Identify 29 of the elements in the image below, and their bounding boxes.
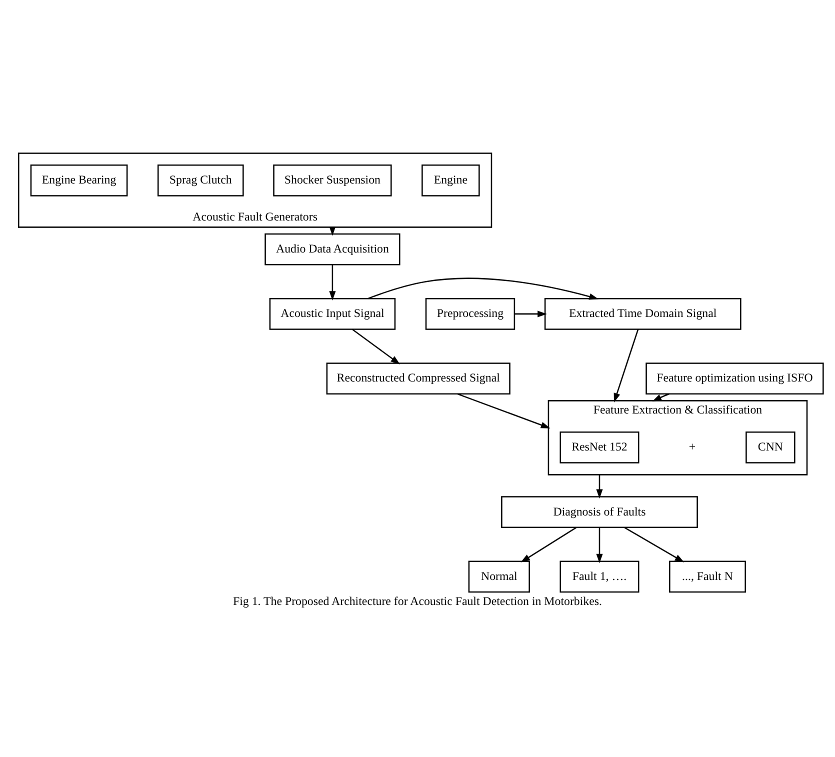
arrow <box>352 328 400 364</box>
node-box: Extracted Time Domain Signal <box>544 298 742 330</box>
arrow <box>614 328 639 402</box>
node-box: Sprag Clutch <box>157 164 244 196</box>
node-box: Shocker Suspension <box>273 164 392 196</box>
node-box: Fault 1, …. <box>560 560 640 592</box>
label: + <box>688 439 696 454</box>
node-box: Feature optimization using ISFO <box>646 362 824 394</box>
node-box: Reconstructed Compressed Signal <box>326 362 510 394</box>
node-box: Acoustic Input Signal <box>269 298 396 330</box>
node-box: Diagnosis of Faults <box>501 496 698 528</box>
arrow <box>329 264 336 300</box>
arrow <box>520 526 577 562</box>
node-box: ResNet 152 <box>560 431 640 463</box>
arrow <box>457 392 550 428</box>
node-box: CNN <box>746 431 796 463</box>
arrow <box>624 526 684 562</box>
node-box: Normal <box>468 560 530 592</box>
node-box: Audio Data Acquisition <box>264 232 400 265</box>
arrow <box>596 527 603 563</box>
arrow <box>514 310 547 317</box>
node-box: Engine Bearing <box>30 164 128 196</box>
arrow <box>652 392 670 402</box>
arrow <box>368 277 599 300</box>
node-box: ..., Fault N <box>669 560 746 592</box>
node-box: Preprocessing <box>425 298 516 330</box>
node-box: Engine <box>422 164 480 196</box>
caption: Fig 1. The Proposed Architecture for Acoustic Fault Detection in Motorbikes. <box>233 593 602 608</box>
arrow <box>596 474 603 498</box>
